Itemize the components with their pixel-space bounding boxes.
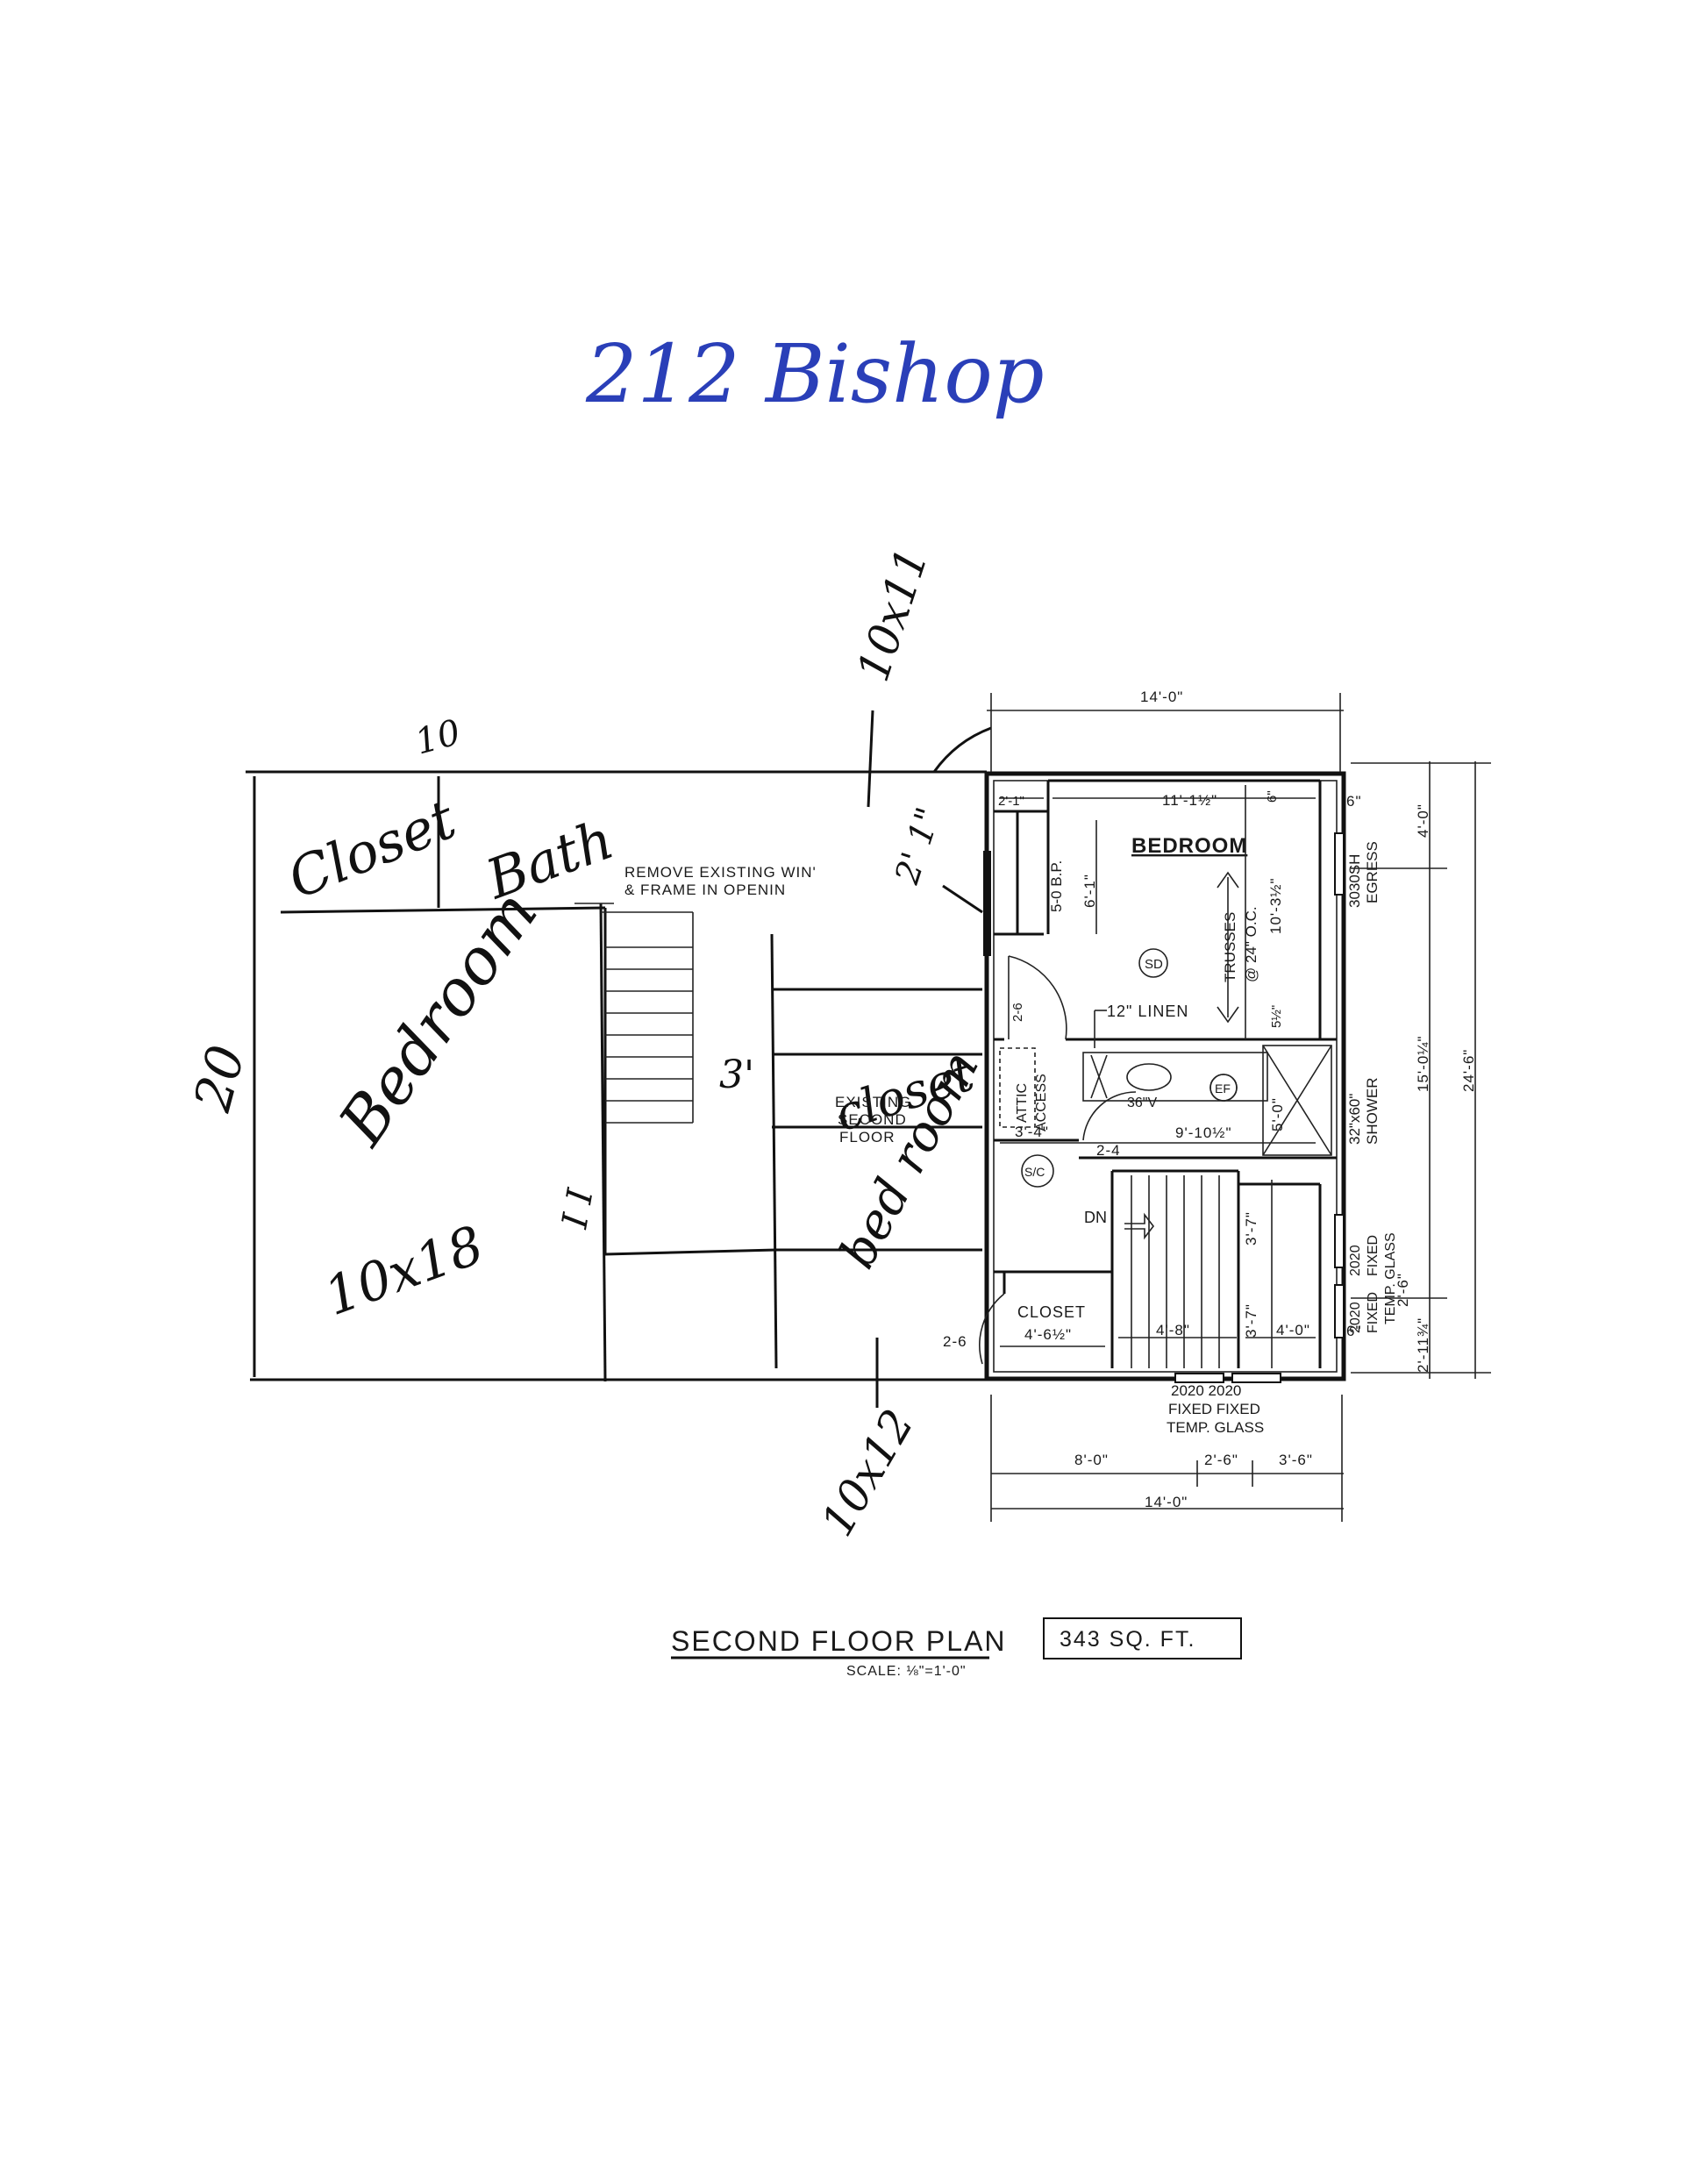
shower-label: SHOWER — [1364, 1078, 1381, 1146]
dimension-lines — [987, 693, 1491, 1522]
vanity-label: 36"V — [1127, 1096, 1157, 1110]
dim-6: 6" — [1265, 790, 1280, 803]
dim-right-6b: 6" — [1346, 1323, 1362, 1339]
dim-3-4: 3'-4" — [1015, 1124, 1049, 1140]
dim-9-10: 9'-10½" — [1175, 1124, 1231, 1141]
dim-bottom-width: 14'-0" — [1145, 1494, 1188, 1510]
smoke-co-detector-label: S/C — [1024, 1165, 1045, 1179]
smoke-co-detector-icon — [1021, 1154, 1054, 1188]
trusses-label: TRUSSES — [1222, 912, 1238, 982]
existing-floor-note-3: FLOOR — [839, 1129, 896, 1146]
egress-window-label: EGRESS — [1364, 841, 1381, 903]
dim-10-3: 10'-3½" — [1267, 878, 1284, 934]
plan-scale: SCALE: ⅛"=1'-0" — [846, 1664, 967, 1679]
window-right-glass: TEMP. GLASS — [1383, 1232, 1398, 1324]
shower-size-label: 32"x60" — [1346, 1094, 1363, 1145]
dim-right-seg1: 4'-0" — [1415, 803, 1431, 838]
dim-right-seg2: 15'-0¼" — [1415, 1036, 1431, 1092]
dim-2-6-closet: 2-6 — [943, 1333, 967, 1350]
window-bottom-type: FIXED FIXED — [1168, 1401, 1260, 1417]
access-label: ACCESS — [1034, 1074, 1049, 1131]
dim-11-1: 11'-1½" — [1162, 792, 1217, 809]
sketch-dim-3ft: 3' — [719, 1053, 754, 1097]
sketch-dim-20: 20 — [182, 1039, 257, 1118]
smoke-detector-label: SD — [1145, 957, 1163, 972]
existing-floor-sketch — [246, 710, 992, 1408]
dim-2-6-door: 2-6 — [1010, 1003, 1025, 1022]
existing-floor-note-1: EXISTING — [835, 1094, 911, 1110]
window-right-type: FIXED — [1366, 1235, 1381, 1276]
window-right-size-2: 2020 — [1348, 1302, 1363, 1333]
sketch-top-note: 10x11 — [847, 542, 938, 688]
addition-floor-plan — [979, 771, 1346, 1383]
dim-right-total: 24'-6" — [1460, 1049, 1477, 1092]
exhaust-fan-label: EF — [1215, 1081, 1231, 1096]
dim-4-6: 4'-6½" — [1024, 1326, 1072, 1343]
window-bottom-glass: TEMP. GLASS — [1167, 1419, 1264, 1436]
address-note: 212 Bishop — [585, 327, 1045, 421]
window-right-size: 2020 — [1348, 1245, 1363, 1276]
dim-4-0: 4'-0" — [1276, 1322, 1310, 1338]
sketch-bottom-note: 10x12 — [811, 1401, 924, 1545]
dim-6-1: 6'-1" — [1081, 874, 1098, 908]
sketch-closet-label: Closet — [279, 787, 464, 911]
dim-5-half: 5½" — [1269, 1005, 1284, 1028]
sketch-bedroom-size: 10x18 — [317, 1215, 491, 1329]
smoke-detector-icon — [1138, 948, 1168, 978]
trusses-spacing: @ 24" O.C. — [1243, 906, 1259, 982]
area-box — [1043, 1617, 1242, 1659]
sketch-bedroom-label: Bedroom — [324, 877, 552, 1159]
sketch-side-note: 2' 1" — [887, 803, 947, 889]
remove-window-note-2: & FRAME IN OPENIN — [624, 881, 786, 898]
egress-window-size: 3030SH — [1346, 854, 1363, 908]
bedroom-label: BEDROOM — [1131, 834, 1247, 858]
dim-top-width: 14'-0" — [1140, 689, 1183, 705]
window-right-type-2: FIXED — [1366, 1292, 1381, 1333]
dim-bottom-seg1: 8'-0" — [1074, 1452, 1109, 1468]
dim-3-7-upper: 3'-7" — [1243, 1211, 1259, 1245]
dim-right-6a: 6" — [1346, 793, 1362, 810]
svg-text:I I: I I — [554, 1185, 601, 1232]
window-bottom-size: 2020 2020 — [1171, 1382, 1241, 1399]
linen-label: 12" LINEN — [1107, 1003, 1188, 1020]
attic-label: ATTIC — [1015, 1083, 1030, 1123]
dim-2-1: 2'-1" — [998, 794, 1024, 809]
sketch-dim-10: 10 — [411, 712, 465, 763]
dim-4-8: 4'-8" — [1156, 1322, 1190, 1338]
stair-down-label: DN — [1084, 1209, 1107, 1226]
bench-label: 5-0 B.P. — [1048, 860, 1065, 912]
dim-2-4: 2-4 — [1096, 1142, 1121, 1159]
dim-bottom-seg2: 2'-6" — [1204, 1452, 1238, 1468]
dim-right-seg3: 2'-11¾" — [1415, 1317, 1431, 1373]
closet-label: CLOSET — [1017, 1303, 1086, 1321]
remove-window-note-1: REMOVE EXISTING WIN' — [624, 864, 817, 881]
dim-5-0: 5'-0" — [1269, 1097, 1286, 1131]
dim-bottom-seg3: 3'-6" — [1279, 1452, 1313, 1468]
dim-3-7-lower: 3'-7" — [1243, 1303, 1259, 1338]
exhaust-fan-icon — [1209, 1074, 1238, 1102]
existing-floor-note-2: SECOND — [838, 1111, 907, 1128]
plan-title: SECOND FLOOR PLAN — [671, 1625, 1007, 1657]
plan-area: 343 SQ. FT. — [1060, 1627, 1195, 1652]
dim-right-seg4: 2'-6" — [1395, 1273, 1411, 1307]
